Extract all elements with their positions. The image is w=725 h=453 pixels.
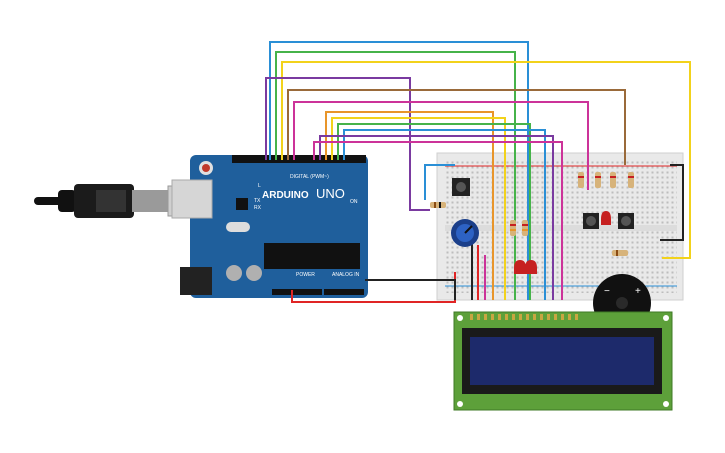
power-header	[272, 289, 322, 295]
usb-port	[171, 179, 213, 219]
resistor-icon	[578, 172, 584, 188]
resistor-icon	[610, 172, 616, 188]
lcd-16x2-display[interactable]	[453, 311, 673, 411]
push-button-icon[interactable]	[618, 213, 634, 229]
resistor-icon	[628, 172, 634, 188]
potentiometer-icon[interactable]	[451, 219, 479, 247]
led-icon	[514, 260, 526, 274]
digital-label: DIGITAL (PWM~)	[290, 174, 329, 180]
resistor-icon	[430, 202, 446, 208]
resistor-icon	[522, 220, 528, 236]
resistor-icon	[510, 220, 516, 236]
led-l-label: L	[258, 183, 261, 189]
svg-text:+: +	[635, 286, 641, 297]
digital-header	[232, 155, 366, 163]
led-icon	[601, 211, 611, 225]
lcd-screen	[470, 337, 654, 385]
arduino-uno-board[interactable]: ARDUINO UNO DIGITAL (PWM~) POWER ANALOG …	[171, 155, 368, 298]
wires[interactable]	[265, 41, 691, 303]
atmega-chip	[264, 243, 360, 269]
power-label: POWER	[296, 272, 315, 278]
tx-label: TX	[254, 198, 261, 204]
rx-label: RX	[254, 205, 262, 211]
resistor-icon	[612, 250, 628, 256]
svg-text:−: −	[604, 286, 610, 297]
push-button-icon[interactable]	[452, 178, 470, 196]
arduino-logo: ARDUINO	[262, 190, 309, 201]
on-label: ON	[350, 199, 358, 205]
usb-cable-icon[interactable]	[34, 184, 195, 218]
push-button-icon[interactable]	[583, 213, 599, 229]
power-jack	[180, 267, 212, 295]
lcd-pin-header	[470, 314, 578, 320]
resistor-icon	[595, 172, 601, 188]
board-model: UNO	[316, 186, 345, 201]
analog-header	[324, 289, 364, 295]
led-icon	[525, 260, 537, 274]
analog-label: ANALOG IN	[332, 272, 360, 278]
